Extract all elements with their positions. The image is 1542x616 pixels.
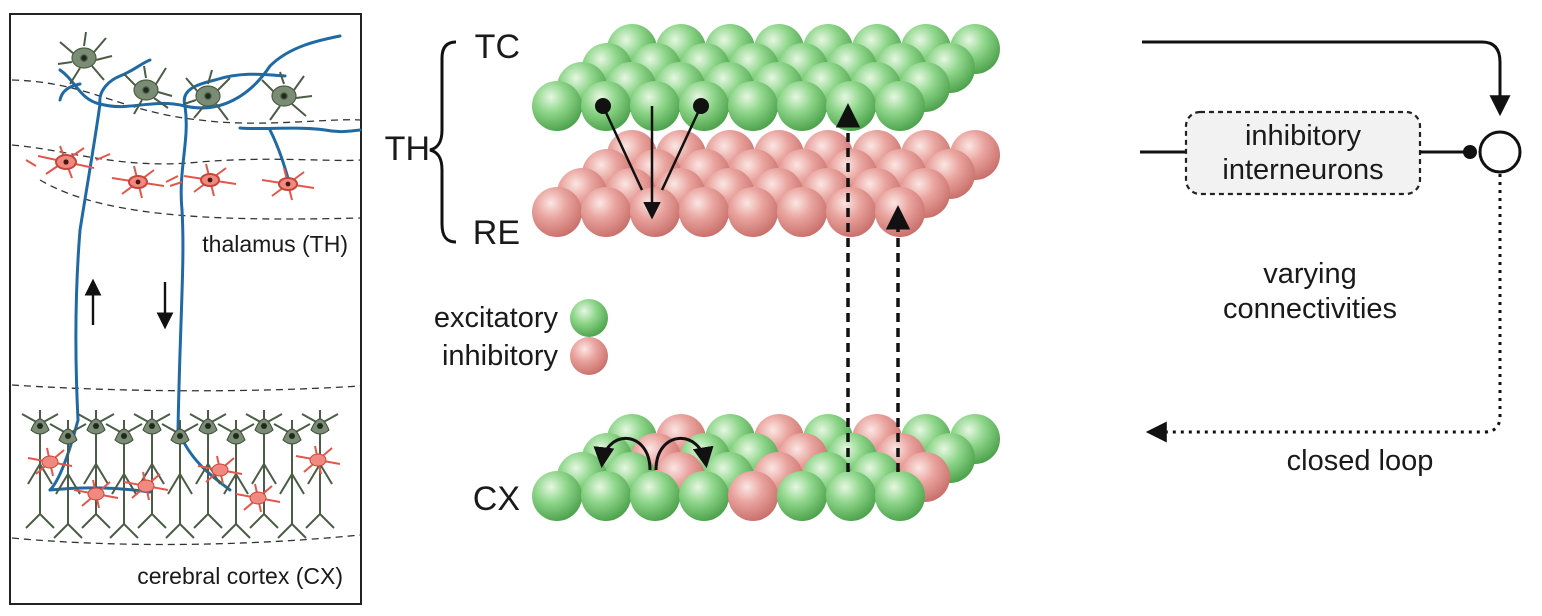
- cortical-interneuron: [73, 479, 119, 509]
- pyramidal-neuron: [21, 410, 59, 529]
- inhibitory-neuron-sphere: [728, 187, 778, 237]
- relay-neuron: [261, 71, 313, 121]
- pyramidal-neuron: [245, 410, 283, 529]
- re-layer: [532, 130, 1000, 237]
- inhibitory-neuron-sphere: [630, 187, 680, 237]
- legend-inhibitory-swatch: [570, 337, 608, 375]
- th-label: TH: [385, 130, 430, 168]
- inhibitory-neuron-sphere: [875, 187, 925, 237]
- boundary-line: [11, 79, 361, 124]
- varying-label-line2: connectivities: [1223, 293, 1397, 325]
- cortical-cells: [21, 410, 341, 539]
- boundary-line: [11, 534, 361, 546]
- pyramidal-neuron: [49, 420, 87, 539]
- tc-label: TC: [475, 28, 520, 66]
- reticular-neuron: [261, 167, 315, 201]
- boundary-line: [39, 179, 361, 220]
- cortical-interneuron: [295, 445, 341, 475]
- cortical-interneuron: [197, 455, 243, 485]
- cortex-label: cerebral cortex (CX): [137, 563, 343, 589]
- interneurons-label-line1: inhibitory: [1245, 120, 1362, 152]
- feedback-dotted-line: [1145, 174, 1502, 443]
- cortical-recurrent-connections: [593, 436, 714, 471]
- reticular-neuron: [111, 165, 179, 199]
- legend-excitatory-swatch: [570, 299, 608, 337]
- connection-line: [660, 105, 703, 191]
- inhibitory-neuron-sphere: [826, 187, 876, 237]
- excitatory-neuron-sphere: [679, 471, 729, 521]
- excitatory-neuron-sphere: [532, 81, 582, 131]
- excitatory-neuron-sphere: [630, 81, 680, 131]
- cortical-interneuron: [123, 471, 169, 501]
- reticular-cells: [25, 145, 315, 201]
- varying-label-line1: varying: [1263, 258, 1357, 290]
- excitatory-neuron-sphere: [728, 81, 778, 131]
- cortical-interneuron: [235, 483, 281, 513]
- excitatory-neuron-sphere: [875, 81, 925, 131]
- thalamic-relay-cells: [57, 31, 313, 121]
- legend-inhibitory-label: inhibitory: [442, 340, 559, 372]
- pyramidal-neuron: [133, 410, 171, 529]
- relay-neuron: [57, 31, 113, 85]
- summing-node: [1478, 130, 1522, 174]
- thalamus-label: thalamus (TH): [202, 231, 348, 257]
- closed-loop-label: closed loop: [1287, 445, 1434, 477]
- pyramidal-neuron: [273, 420, 311, 539]
- connection-line: [601, 105, 644, 191]
- cx-label: CX: [473, 480, 520, 518]
- pyramidal-neuron: [161, 420, 199, 539]
- anatomy-panel: thalamus (TH) cerebral cortex (CX): [9, 13, 362, 605]
- inhibitory-neuron-sphere: [777, 187, 827, 237]
- re-label: RE: [473, 214, 520, 252]
- inhibitory-neuron-sphere: [728, 471, 778, 521]
- cx-layer: [532, 414, 1000, 521]
- excitatory-neuron-sphere: [875, 471, 925, 521]
- excitatory-neuron-sphere: [777, 471, 827, 521]
- legend: excitatory inhibitory: [434, 299, 608, 375]
- tc-to-re-connections: [595, 98, 709, 220]
- excitatory-neuron-sphere: [826, 471, 876, 521]
- closed-loop-circuit: inhibitory interneurons varying connecti…: [1140, 40, 1522, 477]
- inhibitory-neuron-sphere: [679, 187, 729, 237]
- boundary-line: [11, 384, 361, 392]
- excitatory-neuron-sphere: [777, 81, 827, 131]
- recurrent-arc-right: [654, 436, 714, 471]
- interneurons-label-line2: interneurons: [1222, 154, 1383, 186]
- excitatory-neuron-sphere: [581, 471, 631, 521]
- tc-layer: [532, 24, 1000, 131]
- reticular-neuron: [25, 145, 111, 179]
- relay-neuron: [183, 69, 231, 121]
- excitatory-neuron-sphere: [630, 471, 680, 521]
- legend-excitatory-label: excitatory: [434, 302, 559, 334]
- recurrent-arc-left: [593, 436, 652, 471]
- tc-output-line: [1142, 40, 1511, 117]
- inhibitory-neuron-sphere: [581, 187, 631, 237]
- inhibitory-neuron-sphere: [532, 187, 582, 237]
- excitatory-neuron-sphere: [826, 81, 876, 131]
- excitatory-neuron-sphere: [532, 471, 582, 521]
- reticular-neuron: [169, 163, 237, 197]
- pyramidal-neuron: [77, 410, 115, 529]
- relay-neuron: [123, 65, 173, 115]
- th-brace: [429, 40, 457, 244]
- cortical-interneuron: [27, 447, 73, 477]
- inhibitory-synapse-dot: [1463, 145, 1477, 159]
